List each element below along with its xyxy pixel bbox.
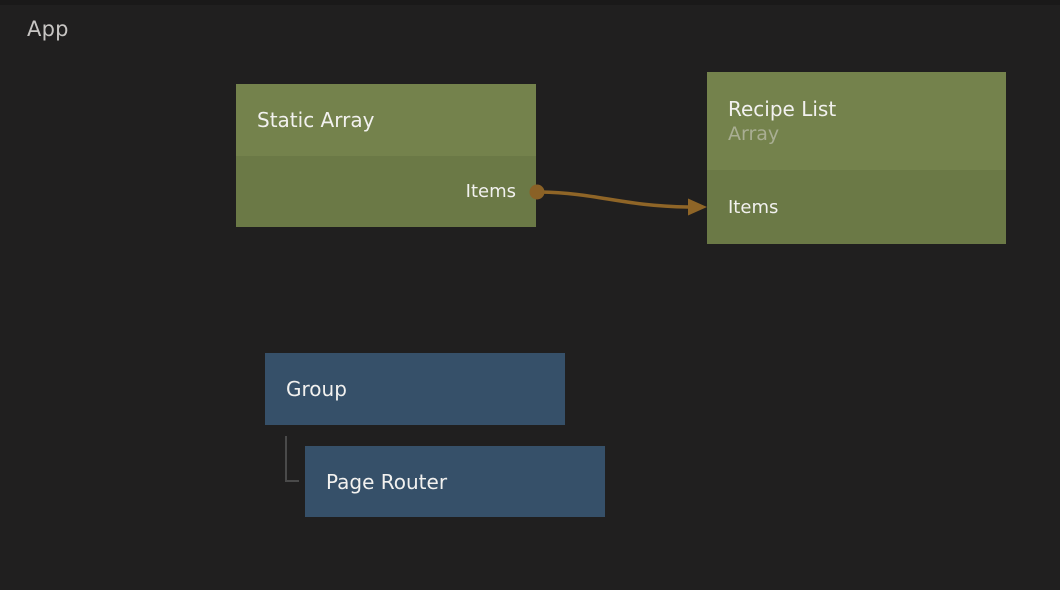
node-static-array[interactable]: Static Array Items [236,84,536,227]
output-port-row-items[interactable]: Items [236,156,536,227]
node-body[interactable]: Items [236,156,536,227]
node-page-router[interactable]: Page Router [305,446,605,517]
connection-wire[interactable] [538,190,690,209]
node-title: Recipe List [728,96,837,121]
node-subtitle: Array [728,122,780,145]
app-scope-label: App [27,17,69,41]
canvas-top-edge [0,0,1060,5]
node-header[interactable]: Recipe List Array [707,72,1006,170]
connection-arrowhead [688,198,707,216]
node-recipe-list[interactable]: Recipe List Array Items [707,72,1006,244]
node-title: Group [286,377,347,401]
node-header[interactable]: Static Array [236,84,536,156]
node-title: Page Router [326,469,448,494]
input-port-row-items[interactable]: Items [707,170,1006,244]
node-group[interactable]: Group [265,353,565,425]
node-title: Static Array [257,108,375,132]
port-label-items: Items [728,196,779,218]
hierarchy-connector [285,436,299,482]
node-body[interactable]: Items [707,170,1006,244]
port-label-items: Items [465,181,516,202]
